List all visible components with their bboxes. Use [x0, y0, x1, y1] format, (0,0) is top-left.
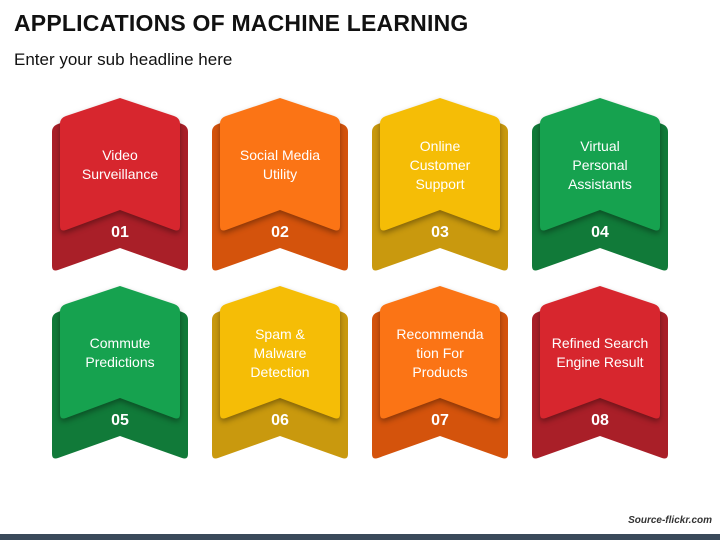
card-label-line: Detection: [250, 363, 310, 380]
card-label-line: Commute: [89, 335, 151, 351]
card-front-chevron: [60, 286, 180, 419]
card-label-line: Predictions: [85, 354, 155, 370]
card-front-chevron: [540, 98, 660, 231]
card-number: 07: [431, 412, 449, 429]
card-shape: [372, 98, 508, 271]
card-shape: [52, 98, 188, 271]
card-label-line: Support: [415, 175, 465, 192]
card-number: 04: [591, 224, 609, 241]
card-number: 01: [111, 224, 129, 241]
card-label-line: Refined Search: [551, 335, 649, 351]
card-front-chevron: [220, 98, 340, 231]
card-label-line: Products: [412, 363, 468, 380]
card-number: 08: [591, 412, 609, 429]
card-front-chevron: [220, 286, 340, 419]
card-front-chevron: [380, 286, 500, 419]
card-front-chevron: [60, 98, 180, 231]
card-label-line: Assistants: [568, 175, 632, 192]
card-label-line: Online: [419, 137, 461, 154]
card-front-chevron: [380, 98, 500, 231]
card-label-line: Social Media: [239, 147, 321, 163]
card-label-line: Malware: [253, 344, 307, 361]
page-subtitle: Enter your sub headline here: [14, 50, 233, 69]
bottom-bar: [0, 534, 720, 540]
card-label-line: Engine Result: [556, 354, 644, 370]
card-shape: [372, 286, 508, 459]
card-number: 02: [271, 224, 289, 241]
source-credit: Source-flickr.com: [628, 515, 712, 526]
card-front-chevron: [540, 286, 660, 419]
card-label-line: Customer: [409, 156, 471, 173]
card-shape: [212, 286, 348, 459]
card-label-line: Recommenda: [396, 325, 484, 342]
card-number: 06: [271, 412, 289, 429]
card-shape: [52, 286, 188, 459]
card-label-line: Spam &: [255, 325, 305, 342]
card-number: 05: [111, 412, 129, 429]
card-shape: [532, 286, 668, 459]
card-shape: [212, 98, 348, 271]
card-label-line: Virtual: [580, 137, 620, 154]
card-label-line: Surveillance: [81, 166, 159, 182]
page-title: APPLICATIONS OF MACHINE LEARNING: [14, 10, 469, 36]
card-label-line: Personal: [572, 156, 628, 173]
card-number: 03: [431, 224, 449, 241]
card-label-line: Utility: [262, 166, 298, 182]
card-label-line: Video: [102, 147, 138, 163]
card-label-line: tion For: [416, 344, 464, 361]
card-shape: [532, 98, 668, 271]
